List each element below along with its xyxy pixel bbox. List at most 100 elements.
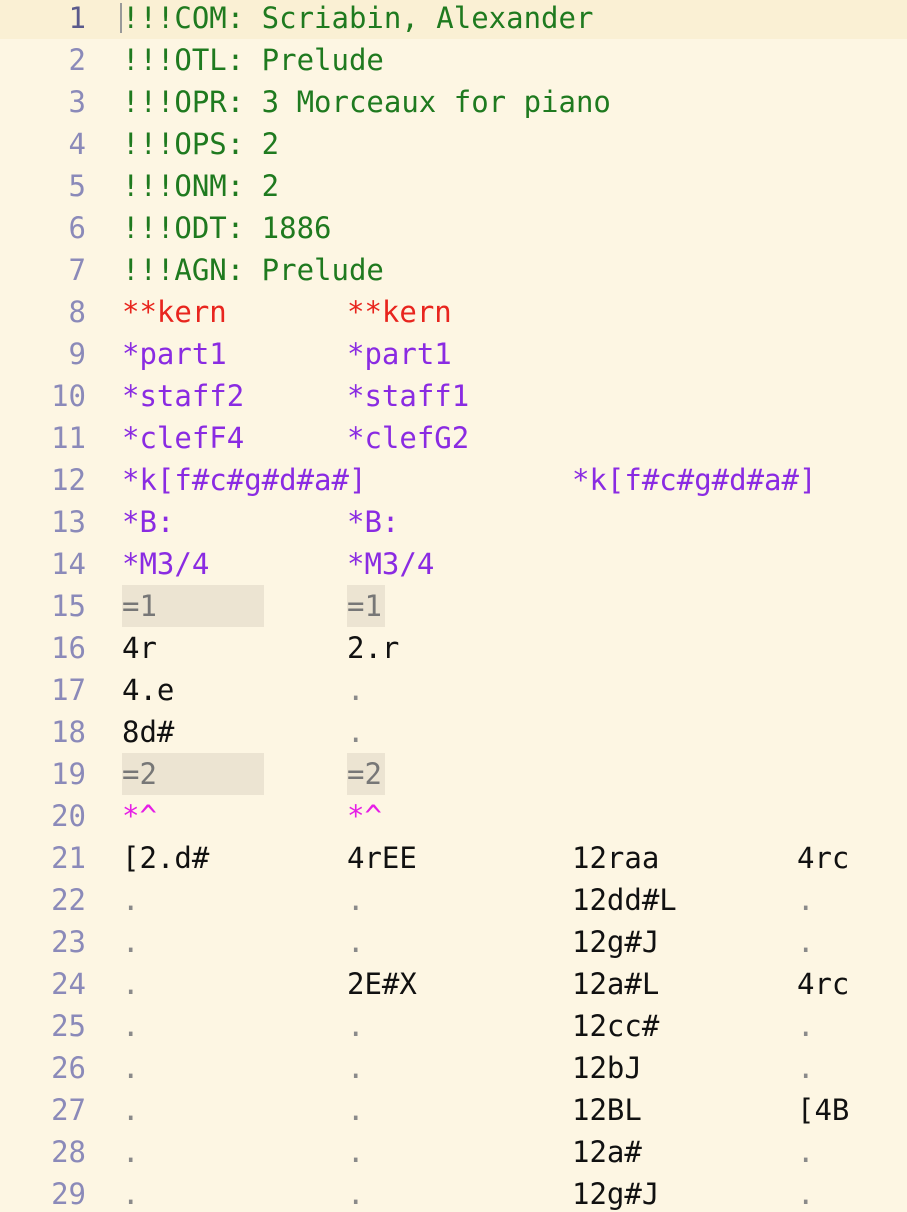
code-line[interactable]: 19=2=2 [0, 753, 907, 795]
code-line[interactable]: 22..12dd#L. [0, 879, 907, 921]
barline-token: =2 [122, 753, 264, 795]
spine-token: 12g#J [572, 925, 660, 959]
spine-token: *M3/4 [347, 547, 435, 581]
spine-token: 4rEE [347, 841, 417, 875]
spine-token: . [797, 1135, 815, 1169]
spine-token: *B: [122, 505, 175, 539]
line-number: 11 [51, 421, 86, 455]
spine-token: . [122, 1093, 140, 1127]
reference-record: !!!OPS: 2 [122, 127, 280, 161]
line-number: 3 [68, 85, 86, 119]
spine-token: *staff1 [347, 379, 470, 413]
barline-token: =1 [122, 585, 264, 627]
line-number-gutter [0, 0, 112, 1212]
line-number: 22 [51, 883, 86, 917]
spine-token: *part1 [347, 337, 452, 371]
code-line[interactable]: 5 !!!ONM: 2 [0, 165, 907, 207]
line-number: 26 [51, 1051, 86, 1085]
code-line[interactable]: 3!!!OPR: 3 Morceaux for piano [0, 81, 907, 123]
line-number: 29 [51, 1177, 86, 1211]
spine-token: . [122, 925, 140, 959]
code-line[interactable]: 27..12BL[4B [0, 1089, 907, 1131]
spine-token: . [122, 1009, 140, 1043]
code-line[interactable]: 1 !!!COM: Scriabin, Alexander [0, 0, 907, 39]
spine-token: . [347, 673, 365, 707]
code-line[interactable]: 17 4.e. [0, 669, 907, 711]
barline-token: =1 [347, 585, 385, 627]
spine-token: [4B [797, 1093, 850, 1127]
line-number: 9 [68, 337, 86, 371]
code-line[interactable]: 26..12bJ. [0, 1047, 907, 1089]
code-line[interactable]: 11*clefF4*clefG2 [0, 417, 907, 459]
spine-token: . [122, 883, 140, 917]
code-line[interactable]: 13*B:*B: [0, 501, 907, 543]
spine-token: . [347, 1177, 365, 1211]
spine-token: 4rc [797, 967, 850, 1001]
spine-token: *staff2 [122, 379, 245, 413]
code-line[interactable]: 29..12g#J. [0, 1173, 907, 1212]
spine-token: . [347, 715, 365, 749]
line-number: 20 [51, 799, 86, 833]
code-line[interactable]: 28..12a#. [0, 1131, 907, 1173]
spine-token: . [347, 1009, 365, 1043]
code-line[interactable]: 2!!!OTL: Prelude [0, 39, 907, 81]
reference-record: !!!ONM: 2 [122, 169, 280, 203]
line-number: 5 [68, 169, 86, 203]
spine-token: . [347, 1051, 365, 1085]
line-number: 25 [51, 1009, 86, 1043]
code-line[interactable]: 6!!!ODT: 1886 [0, 207, 907, 249]
spine-token: . [797, 1051, 815, 1085]
code-line[interactable]: 9 *part1 *part1 [0, 333, 907, 375]
spine-token: *^ [347, 799, 382, 833]
spine-token: *part1 [122, 337, 227, 371]
line-number: 21 [51, 841, 86, 875]
spine-token: 2.r [347, 631, 400, 665]
text-cursor [120, 3, 122, 33]
spine-token: . [122, 967, 140, 1001]
spine-token: 4.e [122, 673, 175, 707]
line-number: 19 [51, 757, 86, 791]
code-line[interactable]: 20 *^ *^ [0, 795, 907, 837]
spine-token: *M3/4 [122, 547, 210, 581]
line-number: 15 [51, 589, 86, 623]
code-line[interactable]: 23..12g#J. [0, 921, 907, 963]
spine-token: 12raa [572, 841, 660, 875]
code-line[interactable]: 12*k[f#c#g#d#a#]*k[f#c#g#d#a#] [0, 459, 907, 501]
code-line[interactable]: 14*M3/4*M3/4 [0, 543, 907, 585]
line-number: 24 [51, 967, 86, 1001]
line-number: 18 [51, 715, 86, 749]
code-line[interactable]: 8**kern**kern [0, 291, 907, 333]
line-number: 10 [51, 379, 86, 413]
spine-token: 12a#L [572, 967, 660, 1001]
code-line[interactable]: 4 !!!OPS: 2 [0, 123, 907, 165]
spine-token: [2.d# [122, 841, 210, 875]
reference-record: !!!COM: Scriabin, Alexander [122, 1, 594, 35]
code-line[interactable]: 10 *staff2 *staff1 [0, 375, 907, 417]
code-line[interactable]: 15 =1 =1 [0, 585, 907, 627]
line-number: 4 [68, 127, 86, 161]
spine-token: 12a# [572, 1135, 642, 1169]
line-number: 1 [68, 1, 86, 35]
spine-token: *k[f#c#g#d#a#] [572, 463, 817, 497]
spine-token: 8d# [122, 715, 175, 749]
spine-token: . [347, 925, 365, 959]
spine-token: *clefF4 [122, 421, 245, 455]
spine-token: . [347, 883, 365, 917]
line-number: 23 [51, 925, 86, 959]
code-line[interactable]: 7!!!AGN: Prelude [0, 249, 907, 291]
code-line[interactable]: 25..12cc#. [0, 1005, 907, 1047]
spine-token: 4r [122, 631, 157, 665]
code-line[interactable]: 18 8d#. [0, 711, 907, 753]
reference-record: !!!OTL: Prelude [122, 43, 384, 77]
spine-token: 12g#J [572, 1177, 660, 1211]
line-number: 7 [68, 253, 86, 287]
spine-token: *^ [122, 799, 157, 833]
line-number: 27 [51, 1093, 86, 1127]
line-number: 17 [51, 673, 86, 707]
line-number: 28 [51, 1135, 86, 1169]
line-number: 8 [68, 295, 86, 329]
